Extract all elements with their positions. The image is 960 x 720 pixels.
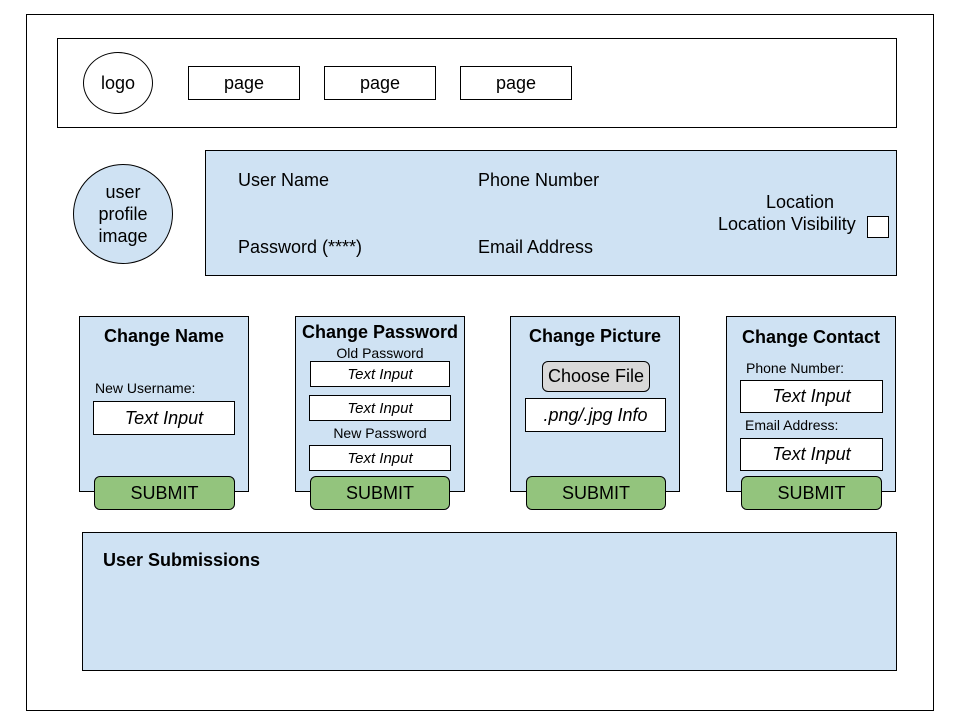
new-password-input[interactable]: Text Input [309, 445, 451, 471]
new-username-input[interactable]: Text Input [93, 401, 235, 435]
user-name-text: User Name [238, 170, 330, 190]
logo[interactable]: logo [83, 52, 153, 114]
contact-email-input[interactable]: Text Input [740, 438, 883, 471]
choose-file-button[interactable]: Choose File [542, 361, 650, 392]
file-info-field: .png/.jpg Info [525, 398, 666, 432]
password-text: Password (****) [238, 237, 363, 257]
change-picture-title: Change Picture [528, 326, 662, 346]
change-contact-title: Change Contact [741, 327, 880, 347]
user-submissions-title: User Submissions [103, 550, 261, 570]
nav-page-2[interactable]: page [324, 66, 436, 100]
profile-info-panel [205, 150, 897, 276]
change-password-submit-button[interactable]: SUBMIT [310, 476, 450, 510]
new-password-label: New Password [333, 425, 427, 441]
location-visibility-checkbox[interactable] [867, 216, 889, 238]
old-password-label: Old Password [336, 345, 424, 361]
user-submissions-panel [82, 532, 897, 671]
avatar-label: user profile image [98, 182, 148, 246]
location-visibility-label: Location Visibility [718, 214, 856, 234]
contact-phone-label: Phone Number: [746, 360, 845, 376]
phone-number-text: Phone Number [478, 170, 600, 190]
password-input[interactable]: Text Input [309, 395, 451, 421]
change-name-submit-button[interactable]: SUBMIT [94, 476, 235, 510]
change-contact-submit-button[interactable]: SUBMIT [741, 476, 882, 510]
nav-page-1[interactable]: page [188, 66, 300, 100]
contact-phone-input[interactable]: Text Input [740, 380, 883, 413]
new-username-label: New Username: [95, 380, 196, 396]
page-frame [26, 14, 934, 711]
contact-email-label: Email Address: [745, 417, 839, 433]
change-picture-submit-button[interactable]: SUBMIT [526, 476, 666, 510]
old-password-input[interactable]: Text Input [310, 361, 450, 387]
user-profile-image[interactable]: user profile image [73, 164, 173, 264]
nav-page-3[interactable]: page [460, 66, 572, 100]
change-name-title: Change Name [103, 326, 225, 346]
change-password-title: Change Password [301, 322, 459, 342]
location-text: Location [766, 192, 835, 212]
email-address-text: Email Address [478, 237, 594, 257]
